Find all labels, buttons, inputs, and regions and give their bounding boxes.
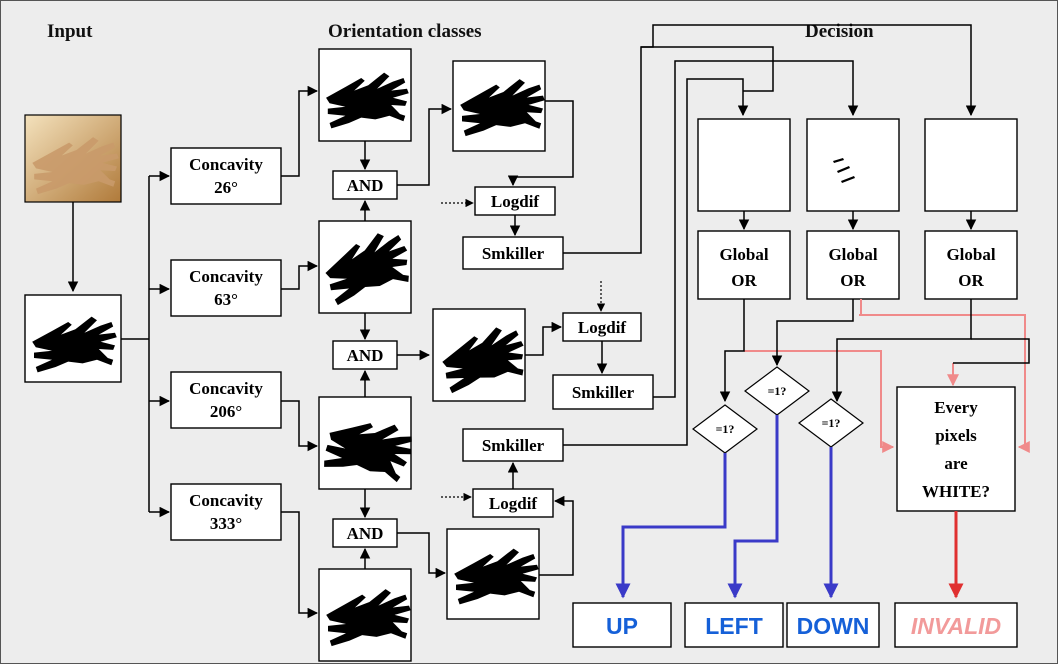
smkiller-box-3: Smkiller (462, 428, 564, 462)
decision-image-left (697, 118, 791, 212)
diamond-up: =1? (692, 404, 758, 454)
diamond-down: =1? (798, 398, 864, 448)
output-left: LEFT (684, 602, 784, 648)
global-label: Global (946, 245, 995, 264)
white-check-box: Every pixels are WHITE? (896, 386, 1016, 512)
logdif-box-3: Logdif (472, 488, 554, 518)
and-box-3: AND (332, 518, 398, 548)
logdif-label: Logdif (489, 494, 538, 513)
and-result-image-3 (446, 528, 540, 620)
and-box-1: AND (332, 170, 398, 200)
concavity-333-box: Concavity 333° (170, 483, 282, 541)
and-label: AND (347, 524, 384, 543)
global-label: Global (719, 245, 768, 264)
output-down: DOWN (786, 602, 880, 648)
white-check-line: WHITE? (922, 482, 990, 501)
orientation-image-333 (318, 568, 412, 662)
logdif-label: Logdif (578, 318, 627, 337)
and-result-image-1 (452, 60, 546, 152)
concavity-angle: 206° (210, 402, 242, 421)
input-photo (24, 114, 122, 203)
and-label: AND (347, 346, 384, 365)
and-result-image-2 (432, 308, 529, 402)
decision-header: Decision (805, 21, 874, 42)
and-label: AND (347, 176, 384, 195)
smkiller-box-1: Smkiller (462, 236, 564, 270)
input-silhouette (24, 294, 122, 383)
concavity-label: Concavity (189, 267, 263, 286)
orientation-image-63 (318, 220, 416, 314)
or-label: OR (731, 271, 757, 290)
white-check-line: pixels (935, 426, 977, 445)
equals-one-label: =1? (768, 384, 787, 398)
logdif-box-1: Logdif (474, 186, 556, 216)
equals-one-label: =1? (716, 422, 735, 436)
global-label: Global (828, 245, 877, 264)
or-label: OR (840, 271, 866, 290)
decision-image-center (806, 118, 900, 212)
concavity-label: Concavity (189, 491, 263, 510)
concavity-label: Concavity (189, 379, 263, 398)
output-down-label: DOWN (797, 613, 870, 639)
smkiller-label: Smkiller (482, 436, 545, 455)
output-up-label: UP (606, 613, 638, 639)
global-or-box-2: Global OR (806, 230, 900, 300)
orientation-image-206 (318, 396, 419, 492)
smkiller-box-2: Smkiller (552, 374, 654, 410)
decision-image-right (924, 118, 1018, 212)
concavity-angle: 63° (214, 290, 238, 309)
concavity-angle: 333° (210, 514, 242, 533)
logdif-box-2: Logdif (562, 312, 642, 342)
concavity-angle: 26° (214, 178, 238, 197)
output-invalid: INVALID (894, 602, 1018, 648)
input-header: Input (47, 21, 93, 42)
concavity-63-box: Concavity 63° (170, 259, 282, 317)
equals-one-label: =1? (822, 416, 841, 430)
global-or-box-3: Global OR (924, 230, 1018, 300)
orientation-image-26 (318, 48, 412, 142)
and-box-2: AND (332, 340, 398, 370)
white-check-line: are (944, 454, 968, 473)
output-invalid-label: INVALID (911, 613, 1001, 639)
concavity-26-box: Concavity 26° (170, 147, 282, 205)
smkiller-label: Smkiller (482, 244, 545, 263)
smkiller-label: Smkiller (572, 383, 635, 402)
logdif-label: Logdif (491, 192, 540, 211)
global-or-box-1: Global OR (697, 230, 791, 300)
output-up: UP (572, 602, 672, 648)
orientation-header: Orientation classes (328, 21, 482, 42)
or-label: OR (958, 271, 984, 290)
white-check-line: Every (934, 398, 978, 417)
concavity-206-box: Concavity 206° (170, 371, 282, 429)
concavity-label: Concavity (189, 155, 263, 174)
output-left-label: LEFT (705, 613, 763, 639)
diamond-left: =1? (744, 366, 810, 416)
